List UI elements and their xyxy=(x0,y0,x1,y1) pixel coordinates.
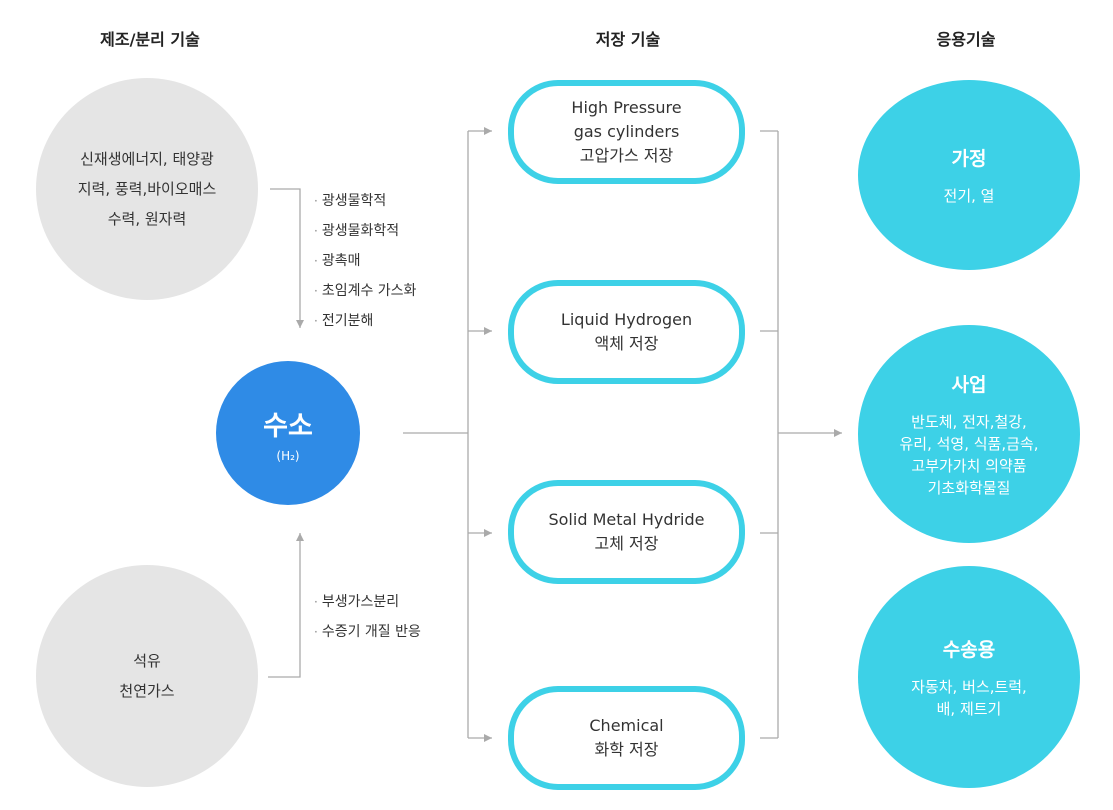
source-renewable-line: 지력, 풍력,바이오매스 xyxy=(77,180,217,198)
fossil-to-hydrogen-line xyxy=(268,533,304,678)
application-home: 가정 전기, 열 xyxy=(858,80,1080,270)
application-industry: 사업 반도체, 전자,철강, 유리, 석영, 식품,금속, 고부가가치 의약품 … xyxy=(858,325,1080,543)
method-item: ·광생물화학적 xyxy=(314,223,400,239)
header-storage: 저장 기술 xyxy=(595,30,661,49)
method-item: ·초임계수 가스화 xyxy=(314,283,417,299)
application-desc: 자동차, 버스,트럭, xyxy=(911,677,1027,696)
storage-solid: Solid Metal Hydride 고체 저장 xyxy=(508,480,745,584)
storage-liquid: Liquid Hydrogen 액체 저장 xyxy=(508,280,745,384)
source-renewable: 신재생에너지, 태양광 지력, 풍력,바이오매스 수력, 원자력 xyxy=(36,78,258,300)
method-list-renewable: ·광생물학적 ·광생물화학적 ·광촉매 ·초임계수 가스화 ·전기분해 xyxy=(314,186,416,336)
application-desc: 유리, 석영, 식품,금속, xyxy=(899,434,1039,453)
application-desc: 전기, 열 xyxy=(943,186,995,205)
application-desc: 반도체, 전자,철강, xyxy=(911,412,1027,431)
source-fossil: 석유 천연가스 xyxy=(36,565,258,787)
application-title: 수송용 xyxy=(942,638,996,661)
application-desc: 기초화학물질 xyxy=(927,478,1011,497)
hydrogen-formula: (H₂) xyxy=(276,448,300,463)
method-item: ·수증기 개질 반응 xyxy=(314,624,421,640)
application-title: 가정 xyxy=(951,147,987,170)
storage-chemical: Chemical 화학 저장 xyxy=(508,686,745,790)
method-item: ·광생물학적 xyxy=(314,193,387,209)
renewable-to-hydrogen-line xyxy=(270,188,304,328)
application-desc: 배, 제트기 xyxy=(936,699,1002,718)
source-fossil-line: 석유 xyxy=(133,652,161,670)
application-desc: 고부가가치 의약품 xyxy=(911,456,1027,475)
method-list-fossil: ·부생가스분리 ·수증기 개질 반응 xyxy=(314,587,421,647)
application-title: 사업 xyxy=(951,373,987,396)
method-item: ·광촉매 xyxy=(314,253,361,269)
method-item: ·전기분해 xyxy=(314,313,374,329)
hydrogen-node: 수소 (H₂) xyxy=(216,361,360,505)
hydrogen-title: 수소 xyxy=(263,410,313,442)
method-item: ·부생가스분리 xyxy=(314,594,400,610)
application-transport: 수송용 자동차, 버스,트럭, 배, 제트기 xyxy=(858,566,1080,788)
storage-high-pressure: High Pressure gas cylinders 고압가스 저장 xyxy=(508,80,745,184)
header-application: 응용기술 xyxy=(936,30,996,49)
header-production: 제조/분리 기술 xyxy=(100,30,200,49)
source-renewable-line: 신재생에너지, 태양광 xyxy=(80,150,214,168)
source-fossil-line: 천연가스 xyxy=(119,682,175,700)
source-renewable-line: 수력, 원자력 xyxy=(107,210,187,228)
